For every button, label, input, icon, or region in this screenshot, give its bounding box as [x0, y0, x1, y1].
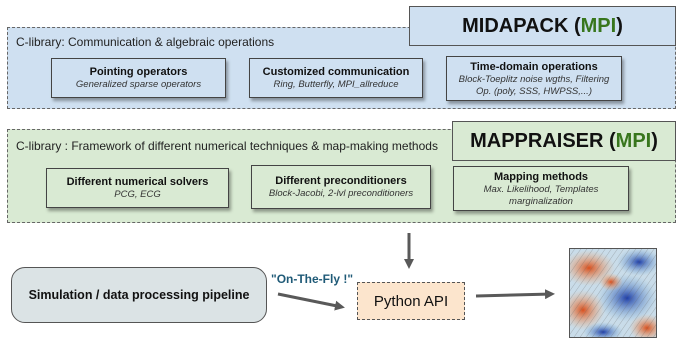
module-numerical-solvers: Different numerical solvers PCG, ECG	[46, 168, 229, 208]
module-subtitle: Block-Toeplitz noise wgths, Filtering Op…	[458, 73, 610, 97]
mappraiser-title-name: MAPPRAISER (	[470, 129, 616, 152]
module-subtitle: Block-Jacobi, 2-lvl preconditioners	[268, 188, 414, 199]
module-title: Customized communication	[262, 66, 410, 78]
midapack-title-close: )	[616, 14, 623, 37]
module-title: Different numerical solvers	[66, 176, 209, 188]
mappraiser-title-close: )	[651, 129, 658, 152]
module-subtitle: Generalized sparse operators	[75, 79, 202, 90]
module-customized-communication: Customized communication Ring, Butterfly…	[249, 58, 423, 98]
module-title: Pointing operators	[89, 66, 188, 78]
python-api-box: Python API	[357, 282, 465, 320]
module-subtitle: Ring, Butterfly, MPI_allreduce	[273, 79, 399, 90]
module-title: Different preconditioners	[275, 175, 407, 187]
sky-map-icon	[569, 248, 657, 338]
mappraiser-mpi-label: MPI	[615, 129, 652, 152]
module-title: Mapping methods	[493, 170, 589, 183]
module-preconditioners: Different preconditioners Block-Jacobi, …	[251, 165, 431, 209]
arrow-python-api-to-map	[475, 289, 555, 300]
arrow-pipeline-to-python-api	[277, 292, 345, 311]
midapack-title-name: MIDAPACK (	[462, 14, 581, 37]
midapack-mpi-label: MPI	[580, 14, 617, 37]
module-time-domain-operations: Time-domain operations Block-Toeplitz no…	[446, 56, 622, 101]
module-mapping-methods: Mapping methods Max. Likelihood, Templat…	[453, 166, 629, 211]
module-title: Time-domain operations	[470, 60, 598, 73]
simulation-pipeline-box: Simulation / data processing pipeline	[11, 267, 267, 323]
midapack-title: MIDAPACK (MPI)	[409, 6, 676, 46]
on-the-fly-label: "On-The-Fly !"	[271, 272, 354, 286]
pipeline-label: Simulation / data processing pipeline	[28, 288, 250, 302]
python-api-label: Python API	[373, 292, 449, 310]
mappraiser-title: MAPPRAISER (MPI)	[452, 121, 676, 161]
module-subtitle: PCG, ECG	[114, 189, 161, 200]
midapack-description: C-library: Communication & algebraic ope…	[16, 35, 275, 49]
module-pointing-operators: Pointing operators Generalized sparse op…	[51, 58, 226, 98]
module-subtitle: Max. Likelihood, Templates marginalizati…	[483, 183, 599, 207]
mappraiser-description: C-library : Framework of different numer…	[16, 139, 438, 153]
